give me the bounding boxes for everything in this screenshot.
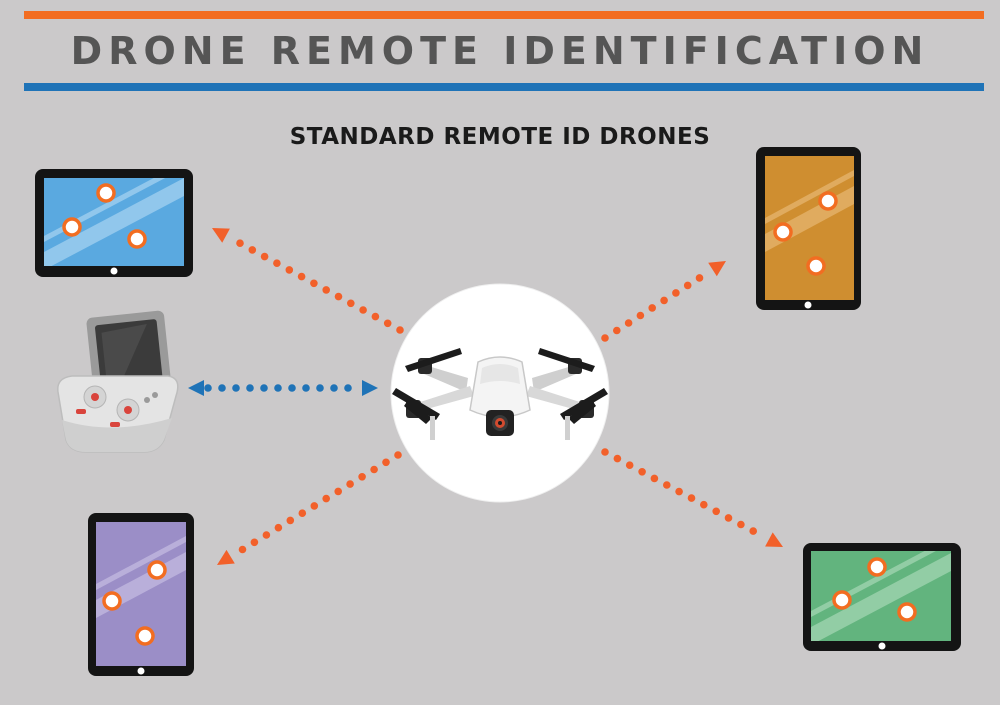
broadcast-arrow <box>212 228 404 334</box>
location-marker-icon <box>773 222 793 242</box>
tablet-icon <box>803 543 961 651</box>
location-marker-icon <box>897 602 917 622</box>
location-marker-icon <box>147 560 167 580</box>
broadcast-arrow <box>217 451 402 565</box>
location-marker-icon <box>867 557 887 577</box>
tablet-icon <box>756 147 861 310</box>
drone-icon <box>390 283 610 503</box>
section-subtitle: STANDARD REMOTE ID DRONES <box>289 124 711 150</box>
location-marker-icon <box>135 626 155 646</box>
page-title: DRONE REMOTE IDENTIFICATION <box>70 29 930 73</box>
control-link-arrow <box>188 380 378 396</box>
location-marker-icon <box>127 229 147 249</box>
bottom-blue-rule <box>24 83 984 91</box>
tablet-icon <box>35 169 193 277</box>
remote-controller-icon <box>57 310 179 453</box>
location-marker-icon <box>806 256 826 276</box>
location-marker-icon <box>62 217 82 237</box>
broadcast-arrow <box>601 448 783 547</box>
tablet-icon <box>88 513 194 676</box>
location-marker-icon <box>102 591 122 611</box>
location-marker-icon <box>96 183 116 203</box>
location-marker-icon <box>832 590 852 610</box>
location-marker-icon <box>818 191 838 211</box>
arrows-layer <box>188 228 783 565</box>
broadcast-arrow <box>601 261 726 342</box>
top-orange-rule <box>24 11 984 19</box>
